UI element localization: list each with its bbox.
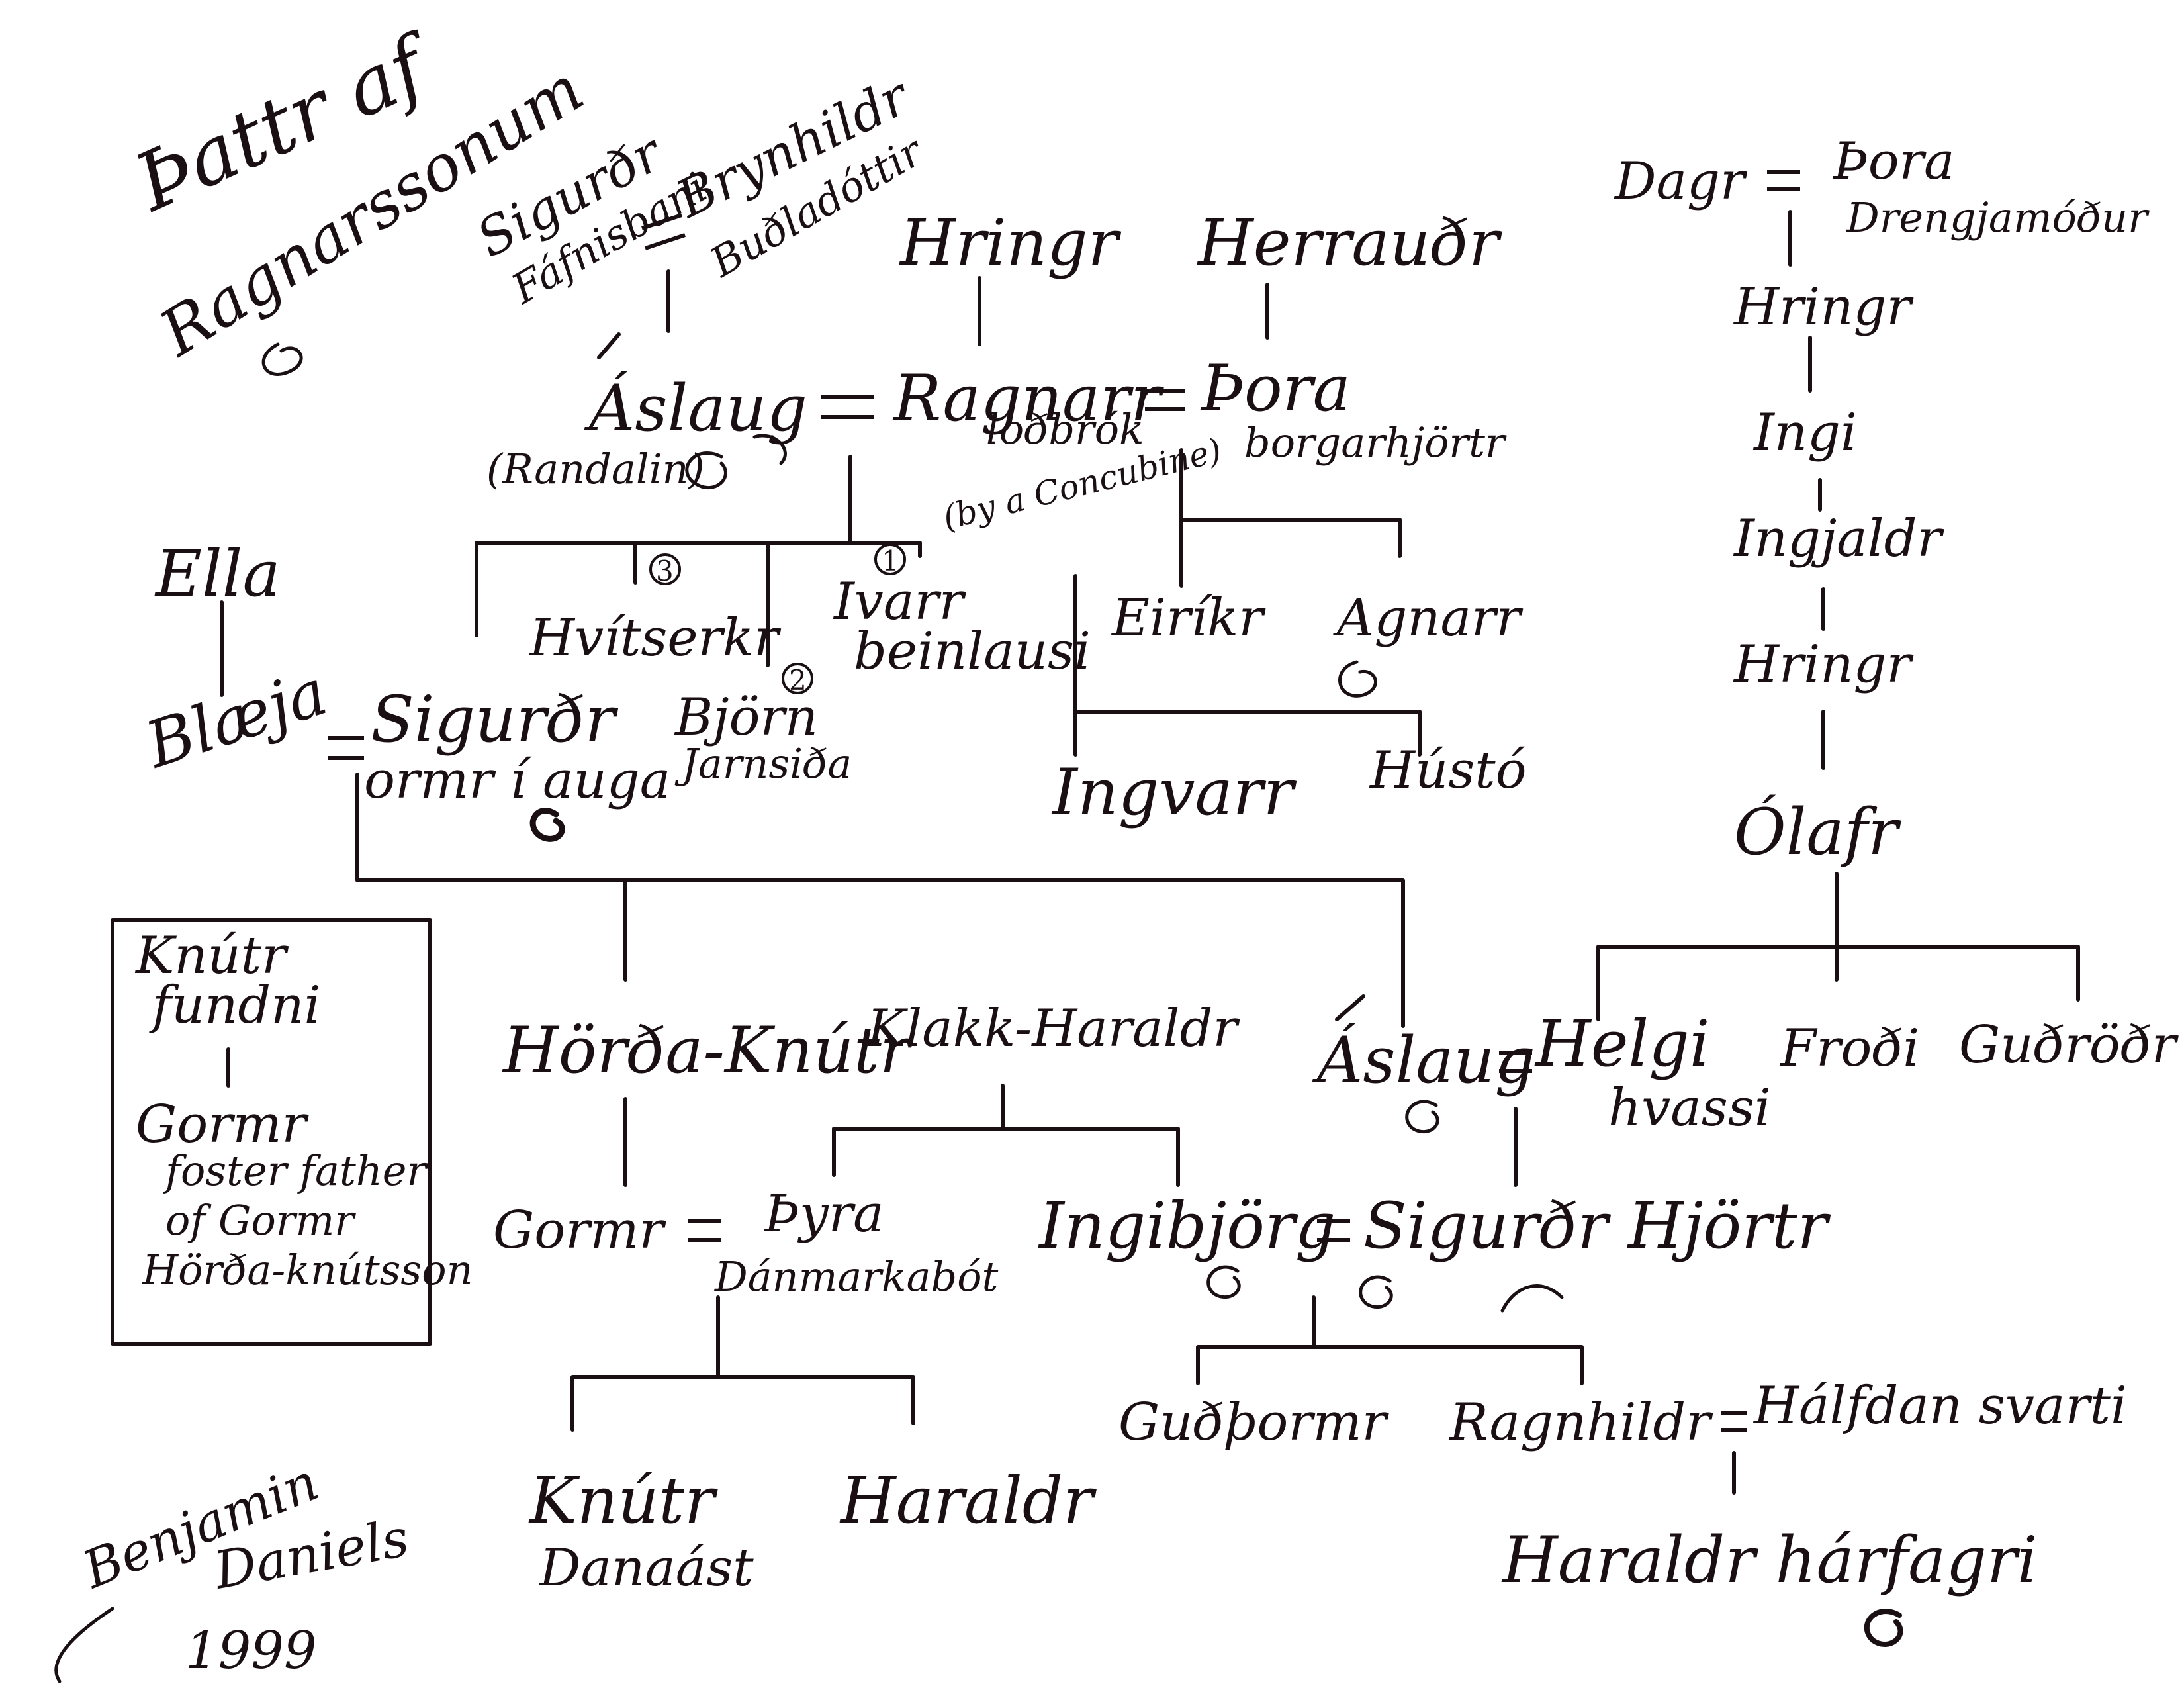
klakk-haraldr-name: Klakk-Haraldr (866, 999, 1240, 1058)
bracket-klakk-haraldr-children (832, 1084, 1180, 1187)
birth-order-2: 2 (789, 664, 807, 696)
bracket-sigurdr-hjortr-children (1196, 1295, 1584, 1385)
ingi-name: Ingi (1752, 403, 1857, 463)
gudrodr-name: Guðröðr (1959, 1015, 2179, 1075)
olafr-name: Ólafr (1734, 795, 1901, 869)
birth-order-badge-1 (874, 543, 906, 575)
signature-flourish (54, 1607, 114, 1683)
haraldr-harfagri-name: Haraldr hárfagri (1501, 1523, 2037, 1597)
thyra-name: Þyra (763, 1184, 884, 1244)
birth-order-badge-2 (782, 663, 813, 694)
aslaug-name: Áslaug (584, 371, 807, 445)
gormr-box-note-1: foster father (163, 1147, 428, 1195)
sigurdr-ormr-name: Sigurðr (371, 682, 618, 757)
signature-year: 1999 (185, 1621, 317, 1681)
sigurdr-hjortr-swirl (1359, 1275, 1564, 1313)
sigurdr-ormr-swirl (529, 808, 565, 842)
bracket-olafr-children (1596, 872, 2080, 1021)
dagr-name: Dagr (1614, 152, 1748, 211)
helgi-name: Helgi (1534, 1007, 1709, 1081)
gormr-box-name: Gormr (136, 1095, 310, 1154)
knutr-fundni-epithet: fundni (149, 976, 320, 1035)
herraudr-name: Herrauðr (1197, 206, 1502, 280)
thora-borgarhjortr-name: Þora (1200, 352, 1351, 426)
sigurdr-hjortr-name: Sigurðr Hjörtr (1363, 1189, 1831, 1263)
bjorn-name: Björn (674, 688, 818, 747)
haraldr-name: Haraldr (839, 1464, 1097, 1538)
birth-order-3: 3 (656, 555, 674, 587)
ivarr-name: Ivarr (833, 572, 967, 632)
aslaug-alt-name: (Randalin) (486, 445, 705, 493)
thora-drengjamodur-epithet: Drengjamóður (1846, 193, 2150, 242)
title-swirl (261, 342, 303, 376)
gormr-box-note-3: Hörða-knútsson (142, 1246, 473, 1294)
knutr-danaast-name: Knútr (528, 1464, 718, 1538)
bracket-aslaug-children (475, 541, 922, 637)
ragnarr-name: Ragnarr (892, 361, 1164, 436)
bracket-sigurdr-ormr-children (355, 773, 1405, 1028)
ella-name: Ella (154, 537, 281, 611)
ragnarr-epithet: loðbrók (986, 405, 1144, 453)
birth-order-1: 1 (882, 545, 899, 577)
ivarr-epithet: beinlausi (854, 622, 1091, 681)
eirikr-name: Eiríkr (1111, 588, 1266, 648)
ingvarr-name: Ingvarr (1051, 755, 1297, 829)
gudthormr-name: Guðþormr (1118, 1393, 1390, 1452)
knutr-danaast-epithet: Danaást (538, 1538, 754, 1598)
knutr-fundni-name: Knútr (134, 926, 289, 986)
frodi-name: Froði (1779, 1019, 1919, 1078)
ingibjorg-swirl (1206, 1265, 1241, 1299)
hringr-r1-name: Hringr (1733, 277, 1914, 337)
sigurdr-ormr-epithet: ormr í auga (364, 751, 670, 810)
gormr-name: Gormr (493, 1201, 667, 1260)
aslaug-swirl (685, 434, 787, 489)
ingibjorg-name: Ingibjörg (1038, 1189, 1336, 1263)
agnarr-swirl (1338, 660, 1377, 698)
blaeja-name: Blæja (136, 655, 336, 782)
line-tick-aslaug-2 (1335, 994, 1365, 1021)
bjorn-epithet: Jarnsiða (674, 739, 852, 788)
thora-drengjamodur-name: Þora (1832, 132, 1954, 191)
thyra-epithet: Dánmarkabót (714, 1252, 999, 1301)
aslaug-2-name: Áslaug (1312, 1023, 1535, 1098)
marriage-sign-sigurdr-brynhildr-2 (645, 233, 686, 250)
ingjaldr-name: Ingjaldr (1733, 509, 1945, 569)
thora-borgarhjortr-epithet: borgarhjörtr (1244, 418, 1507, 467)
hvitserkr-name: Hvítserkr (528, 608, 782, 668)
ragnhildr-name: Ragnhildr (1448, 1393, 1713, 1452)
halfdan-name: Hálfdan svarti (1752, 1376, 2127, 1436)
husto-name: Hústó (1369, 741, 1527, 800)
line-fafnis-tick (597, 332, 621, 359)
knutr-fundni-box (111, 918, 432, 1346)
bracket-concubine-children (1073, 574, 1422, 757)
hringr-r2-name: Hringr (1733, 635, 1914, 694)
aslaug-2-swirl (1405, 1100, 1439, 1134)
helgi-epithet: hvassi (1608, 1078, 1771, 1138)
bracket-gormr-children (570, 1295, 915, 1432)
agnarr-name: Agnarr (1333, 588, 1524, 648)
gormr-box-note-2: of Gormr (165, 1196, 356, 1244)
bracket-thora-children (1179, 448, 1402, 588)
birth-order-badge-3 (649, 553, 681, 585)
horda-knutr-name: Hörða-Knútr (502, 1013, 913, 1088)
marriage-sign-sigurdr-brynhildr (641, 213, 682, 230)
hringr-top-name: Hringr (899, 206, 1122, 280)
haraldr-harfagri-swirl (1864, 1609, 1903, 1647)
